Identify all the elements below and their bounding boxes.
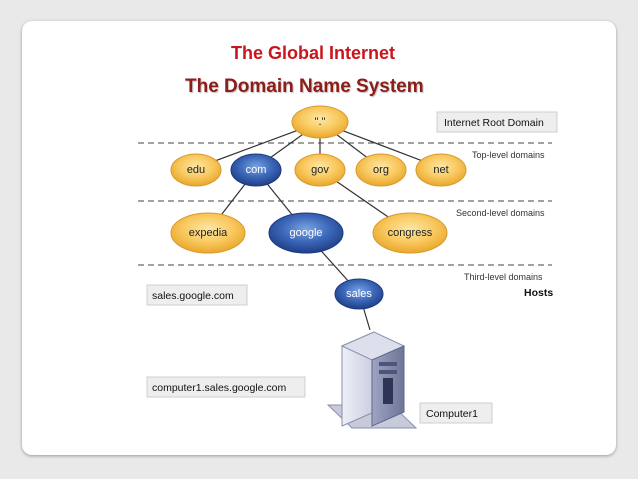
tld-node-org: org (355, 153, 407, 187)
tld-label-net: net (433, 164, 448, 176)
slide-subtitle: The Domain Name System (185, 76, 424, 97)
host-node-sales: sales (334, 278, 384, 310)
level-separators (138, 142, 552, 266)
sld-label-expedia: expedia (189, 227, 228, 239)
computer-fqdn-box: computer1.sales.google.com (146, 376, 306, 398)
level-label-second: Second-level domains (456, 208, 545, 218)
sld-label-google: google (289, 227, 322, 239)
tld-label-gov: gov (311, 164, 329, 176)
computer-tower-icon (326, 331, 418, 429)
level-label-third: Third-level domains (464, 272, 543, 282)
tld-label-org: org (373, 164, 389, 176)
slide-title: The Global Internet (231, 43, 396, 63)
level-label-top: Top-level domains (472, 150, 545, 160)
sld-node-congress: congress (372, 212, 448, 254)
tld-label-com: com (246, 164, 267, 176)
tld-node-com: com (230, 153, 282, 187)
root-domain-label-box: Internet Root Domain (436, 111, 558, 133)
sld-node-expedia: expedia (170, 212, 246, 254)
root-node: "." (291, 105, 349, 139)
host-fqdn-label: sales.google.com (152, 290, 234, 302)
root-domain-label: Internet Root Domain (444, 117, 544, 129)
root-node-label: "." (315, 116, 326, 128)
tld-node-gov: gov (294, 153, 346, 187)
level-label-hosts: Hosts (524, 287, 553, 299)
host-label-sales: sales (346, 288, 372, 300)
tld-node-net: net (415, 153, 467, 187)
tld-label-edu: edu (187, 164, 205, 176)
computer-label: Computer1 (426, 408, 478, 420)
host-fqdn-box: sales.google.com (146, 284, 248, 306)
tld-node-edu: edu (170, 153, 222, 187)
computer-fqdn-label: computer1.sales.google.com (152, 382, 286, 394)
sld-label-congress: congress (388, 227, 433, 239)
computer-label-box: Computer1 (419, 402, 493, 424)
sld-node-google: google (268, 212, 344, 254)
